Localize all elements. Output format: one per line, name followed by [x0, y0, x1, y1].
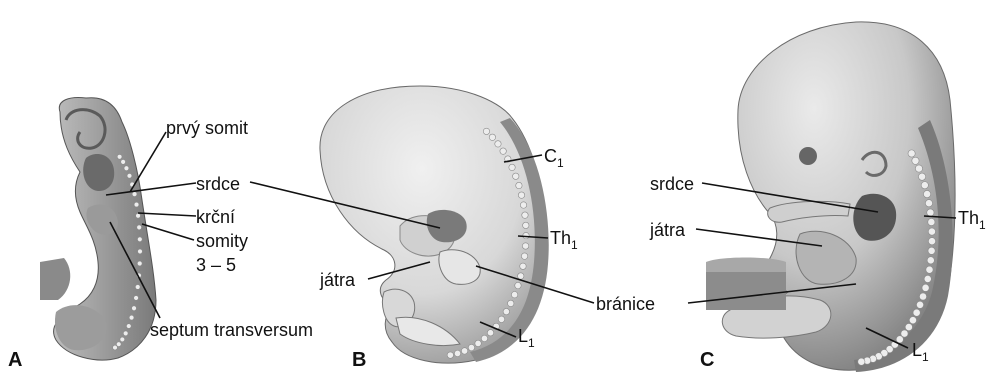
- somite-bead: [132, 192, 137, 197]
- somite-bead: [134, 202, 139, 207]
- embryo-a-tail: [40, 258, 70, 300]
- somite-bead: [447, 352, 453, 358]
- somite-bead: [134, 296, 139, 301]
- somite-bead: [916, 301, 923, 308]
- somite-bead: [481, 335, 487, 341]
- somite-bead: [503, 308, 509, 314]
- embryo-c-cord-top: [706, 258, 786, 273]
- somite-bead: [508, 300, 514, 306]
- label-cervical: krční: [196, 207, 235, 227]
- somite-bead: [928, 218, 935, 225]
- label-liver-b: játra: [319, 270, 356, 290]
- embryo-b: [320, 86, 549, 363]
- somite-bead: [138, 249, 143, 254]
- label-somites: somity: [196, 231, 248, 251]
- somite-bead: [498, 316, 504, 322]
- somite-bead: [454, 350, 460, 356]
- somite-bead: [927, 209, 934, 216]
- somite-bead: [923, 190, 930, 197]
- somite-bead: [137, 261, 142, 266]
- somite-bead: [483, 128, 489, 134]
- somite-bead: [522, 212, 528, 218]
- somite-bead: [901, 330, 908, 337]
- label-first-somite: prvý somit: [166, 118, 248, 138]
- somite-bead: [136, 213, 141, 218]
- somite-bead: [487, 330, 493, 336]
- somite-bead: [521, 253, 527, 259]
- somite-bead: [921, 182, 928, 189]
- somite-bead: [117, 154, 122, 159]
- somite-bead: [500, 148, 506, 154]
- panel-label-a: A: [8, 349, 22, 371]
- somite-bead: [919, 293, 926, 300]
- label-liver-c: játra: [649, 220, 686, 240]
- somite-bead: [913, 309, 920, 316]
- somite-bead: [927, 257, 934, 264]
- label-c1-b: C1: [544, 146, 564, 170]
- somite-bead: [858, 358, 865, 365]
- label-th1-c: Th1: [958, 208, 986, 232]
- somite-bead: [915, 165, 922, 172]
- somite-bead: [908, 150, 915, 157]
- somite-bead: [928, 228, 935, 235]
- somite-bead: [922, 284, 929, 291]
- embryo-c-eye: [799, 147, 817, 165]
- somite-bead: [516, 182, 522, 188]
- somite-bead: [523, 222, 529, 228]
- somite-bead: [120, 337, 125, 342]
- panel-label-b: B: [352, 349, 366, 371]
- somite-bead: [928, 238, 935, 245]
- somite-bead: [518, 192, 524, 198]
- somite-bead: [121, 159, 126, 164]
- somite-bead: [123, 331, 128, 336]
- somite-bead: [924, 275, 931, 282]
- somite-bead: [515, 282, 521, 288]
- somite-bead: [468, 344, 474, 350]
- somite-bead: [511, 291, 517, 297]
- somite-bead: [509, 164, 515, 170]
- somite-bead: [520, 202, 526, 208]
- somite-bead: [124, 166, 129, 171]
- label-range: 3 – 5: [196, 255, 236, 275]
- label-th1-b: Th1: [550, 228, 578, 252]
- somite-bead: [520, 263, 526, 269]
- somite-bead: [928, 247, 935, 254]
- somite-bead: [129, 315, 134, 320]
- label-heart-a: srdce: [196, 174, 240, 194]
- somite-bead: [135, 285, 140, 290]
- somite-bead: [912, 157, 919, 164]
- somite-bead: [137, 237, 142, 242]
- somite-bead: [127, 173, 132, 178]
- somite-bead: [926, 266, 933, 273]
- somite-bead: [925, 200, 932, 207]
- somite-bead: [475, 340, 481, 346]
- panel-label-c: C: [700, 349, 714, 371]
- somite-bead: [918, 173, 925, 180]
- somite-bead: [495, 141, 501, 147]
- label-septum: septum transversum: [150, 320, 313, 340]
- somite-bead: [137, 225, 142, 230]
- leader-cervical-a: [138, 213, 196, 216]
- somite-bead: [909, 317, 916, 324]
- embryo-a: [40, 98, 156, 360]
- label-heart-c: srdce: [650, 174, 694, 194]
- somite-bead: [905, 324, 912, 331]
- somite-bead: [461, 348, 467, 354]
- somite-bead: [132, 306, 137, 311]
- somite-bead: [522, 243, 528, 249]
- embryo-c: [706, 22, 955, 372]
- somite-bead: [113, 345, 118, 350]
- leader-cervical-b: [142, 224, 194, 240]
- label-l1-b: L1: [518, 326, 535, 350]
- somite-bead: [513, 173, 519, 179]
- somite-bead: [489, 134, 495, 140]
- label-diaphragm: bránice: [596, 294, 655, 314]
- somite-bead: [518, 273, 524, 279]
- label-l1-c: L1: [912, 340, 929, 364]
- somite-bead: [126, 324, 131, 329]
